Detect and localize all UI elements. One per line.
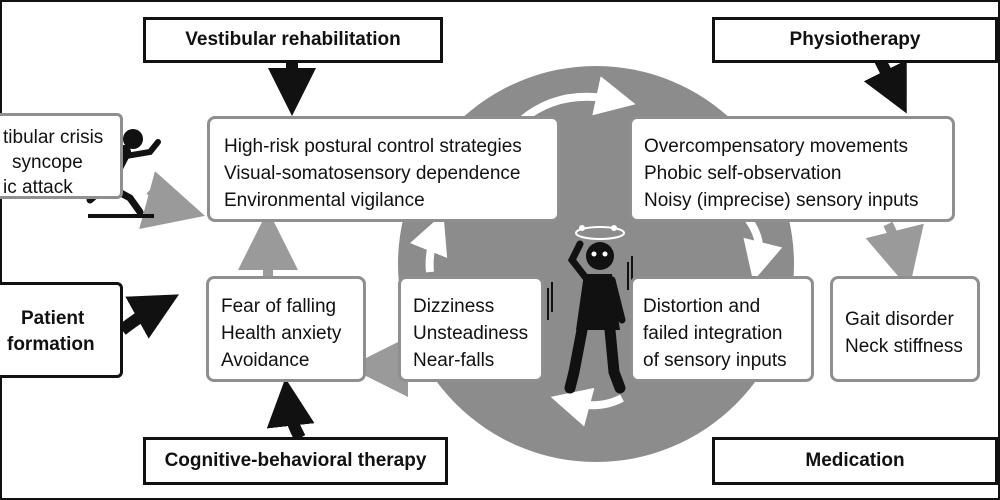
postural-line: Visual-somatosensory dependence (224, 163, 521, 184)
gait-line: Gait disorder (845, 309, 954, 330)
distortion-line: Distortion and (643, 296, 761, 317)
trigger-item: ic attack (3, 177, 73, 198)
patient-information-box: Patient formation (0, 282, 123, 378)
physiotherapy-box: Physiotherapy (712, 17, 998, 63)
postural-line: Environmental vigilance (224, 190, 425, 211)
grey-arrow-overcomp-to-gait (865, 221, 924, 290)
medication-box: Medication (712, 437, 998, 485)
dizziness-line: Near-falls (413, 350, 495, 371)
information-label: formation (7, 334, 95, 355)
distortion-line: of sensory inputs (643, 350, 787, 371)
trigger-item: syncope (12, 152, 83, 173)
black-arrow-cbt (266, 378, 315, 441)
overcompensatory-box: Overcompensatory movements Phobic self-o… (629, 116, 955, 222)
dizziness-box: Dizziness Unsteadiness Near-falls (398, 276, 544, 382)
cognitive-behavioral-therapy-label: Cognitive-behavioral therapy (164, 450, 427, 471)
grey-arrow-trigger-to-postural (139, 171, 205, 230)
patient-label: Patient (21, 308, 85, 329)
vestibular-rehabilitation-label: Vestibular rehabilitation (185, 29, 401, 50)
trigger-item: tibular crisis (3, 127, 104, 148)
cognitive-behavioral-therapy-box: Cognitive-behavioral therapy (143, 437, 448, 485)
dizziness-line: Unsteadiness (413, 323, 529, 344)
distortion-line: failed integration (643, 323, 783, 344)
fear-line: Health anxiety (221, 323, 342, 344)
fear-line: Fear of falling (221, 296, 337, 317)
overcomp-line: Overcompensatory movements (644, 136, 908, 157)
medication-label: Medication (805, 450, 905, 471)
postural-strategies-box: High-risk postural control strategies Vi… (207, 116, 560, 222)
fear-of-falling-box: Fear of falling Health anxiety Avoidance (206, 276, 366, 382)
white-arrow-bottom (550, 387, 624, 427)
gait-line: Neck stiffness (845, 336, 963, 357)
physiotherapy-label: Physiotherapy (789, 29, 921, 50)
fear-line: Avoidance (221, 350, 310, 371)
dizziness-line: Dizziness (413, 296, 495, 317)
overcomp-line: Noisy (imprecise) sensory inputs (644, 190, 919, 211)
black-arrow-patient-info (118, 294, 179, 339)
black-arrow-physio (863, 57, 907, 114)
overcomp-line: Phobic self-observation (644, 163, 842, 184)
white-arrow-left (410, 213, 448, 273)
triggers-box: tibular crisis syncope ic attack (0, 113, 123, 199)
dizzy-person-icon (547, 225, 633, 394)
distortion-box: Distortion and failed integration of sen… (630, 276, 814, 382)
vestibular-rehabilitation-box: Vestibular rehabilitation (143, 17, 443, 63)
postural-line: High-risk postural control strategies (224, 136, 522, 157)
white-arrow-top (519, 76, 636, 124)
gait-disorder-box: Gait disorder Neck stiffness (830, 276, 980, 382)
